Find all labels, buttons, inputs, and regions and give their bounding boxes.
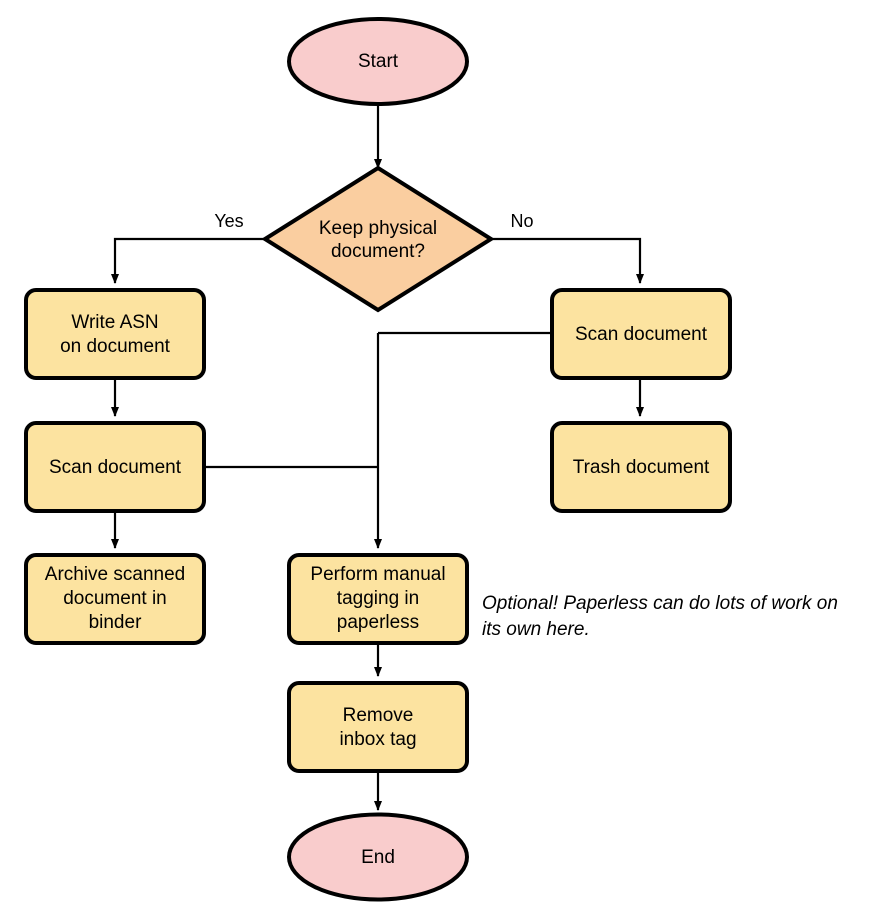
node-perform-manual-tagging-in-paperless[interactable]: Perform manual tagging in paperless — [287, 553, 469, 645]
note-line1: Optional! Paperless can do lots of work … — [482, 593, 838, 614]
node-remove-inbox-tag[interactable]: Remove inbox tag — [287, 681, 469, 773]
note-line2: its own here. — [482, 619, 590, 640]
tagging-label-line1: Perform manual — [310, 564, 445, 585]
node-start[interactable]: Start — [287, 17, 469, 106]
node-archive-scanned-document-in-binder[interactable]: Archive scanned document in binder — [24, 553, 206, 645]
remove-inbox-box-shape[interactable] — [287, 681, 469, 773]
scan-right-box-shape[interactable] — [550, 288, 732, 380]
edge-decision-yes-to-write-asn — [111, 237, 265, 284]
archive-label-line3: binder — [89, 612, 142, 633]
start-label: Start — [358, 51, 399, 72]
write-asn-label-line1: Write ASN — [71, 312, 158, 333]
optional-note: Optional! Paperless can do lots of work … — [482, 593, 838, 640]
node-end[interactable]: End — [287, 812, 469, 902]
remove-inbox-label-line2: inbox tag — [339, 729, 416, 750]
end-label: End — [361, 847, 395, 868]
edge-label-no: No — [510, 211, 533, 231]
archive-label-line2: document in — [63, 588, 167, 609]
tagging-box-shape[interactable] — [287, 553, 469, 645]
end-ellipse-shape[interactable] — [287, 812, 469, 902]
connectors — [111, 104, 644, 811]
node-keep-physical-document-decision[interactable]: Keep physical document? — [261, 165, 495, 313]
decision-diamond-shape[interactable] — [261, 165, 495, 313]
write-asn-box-shape[interactable] — [24, 288, 206, 380]
edge-label-yes: Yes — [214, 211, 243, 231]
tagging-label-line2: tagging in — [337, 588, 419, 609]
remove-inbox-label-line1: Remove — [343, 705, 414, 726]
scan-right-label: Scan document — [575, 324, 708, 345]
node-write-asn-on-document[interactable]: Write ASN on document — [24, 288, 206, 380]
start-ellipse-shape[interactable] — [287, 17, 469, 106]
scan-left-label: Scan document — [49, 457, 182, 478]
decision-label-line2: document? — [331, 241, 425, 262]
write-asn-label-line2: on document — [60, 336, 171, 357]
archive-label-line1: Archive scanned — [45, 564, 185, 585]
decision-label-line1: Keep physical — [319, 218, 437, 239]
node-scan-document-left[interactable]: Scan document — [24, 421, 206, 513]
node-scan-document-right[interactable]: Scan document — [550, 288, 732, 380]
scan-left-box-shape[interactable] — [24, 421, 206, 513]
trash-box-shape[interactable] — [550, 421, 732, 513]
trash-label: Trash document — [573, 457, 710, 478]
edge-decision-no-to-scan-right — [491, 237, 644, 284]
tagging-label-line3: paperless — [337, 612, 419, 633]
archive-box-shape[interactable] — [24, 553, 206, 645]
node-trash-document[interactable]: Trash document — [550, 421, 732, 513]
